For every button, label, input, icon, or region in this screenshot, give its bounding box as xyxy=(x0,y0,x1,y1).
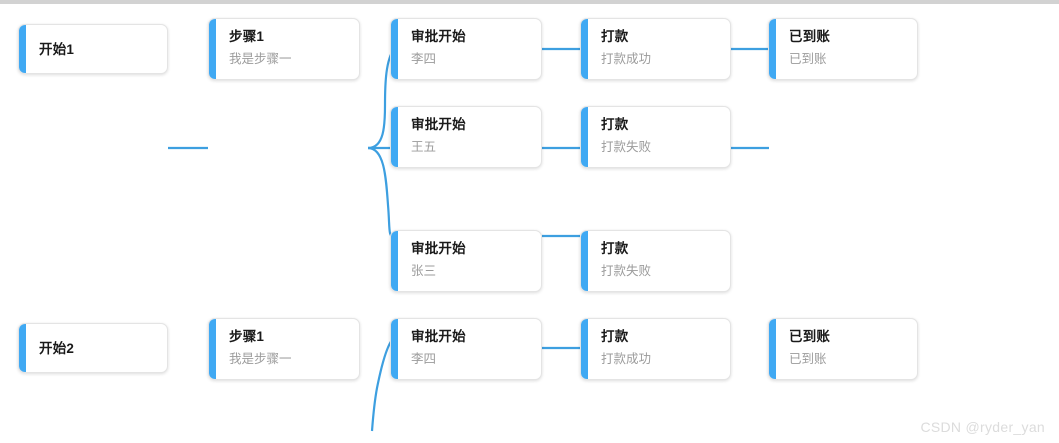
node-card-step1-b[interactable]: 步骤1 我是步骤一 xyxy=(208,318,360,380)
node-title: 开始2 xyxy=(39,340,75,356)
node-card-arrive-1[interactable]: 已到账已到账 xyxy=(768,18,918,80)
node-body: 开始2 xyxy=(26,324,167,372)
connector-edge-approve4-down xyxy=(370,339,393,432)
node-title: 审批开始 xyxy=(411,329,466,344)
node-body: 审批开始李四 xyxy=(398,19,541,79)
node-body: 开始1 xyxy=(26,25,167,73)
node-body: 打款打款成功 xyxy=(588,319,730,379)
node-body: 打款打款成功 xyxy=(588,19,730,79)
node-card-approve-3[interactable]: 审批开始张三 xyxy=(390,230,542,292)
node-card-step1-a[interactable]: 步骤1 我是步骤一 xyxy=(208,18,360,80)
node-title: 已到账 xyxy=(789,329,831,344)
node-subtitle: 已到账 xyxy=(789,352,827,366)
horizontal-scrollbar-track[interactable] xyxy=(0,0,1059,4)
node-accent-bar xyxy=(391,19,398,79)
node-subtitle: 李四 xyxy=(411,352,437,366)
node-accent-bar xyxy=(391,107,398,167)
node-subtitle: 已到账 xyxy=(789,52,827,66)
node-body: 打款打款失败 xyxy=(588,231,730,291)
node-title: 打款 xyxy=(601,117,629,132)
node-body: 审批开始张三 xyxy=(398,231,541,291)
node-title: 开始1 xyxy=(39,41,75,57)
node-card-pay-3[interactable]: 打款打款失败 xyxy=(580,230,731,292)
node-subtitle: 打款失败 xyxy=(601,264,652,278)
node-body: 已到账已到账 xyxy=(776,19,917,79)
node-card-pay-2[interactable]: 打款打款失败 xyxy=(580,106,731,168)
node-card-approve-2[interactable]: 审批开始王五 xyxy=(390,106,542,168)
node-title: 审批开始 xyxy=(411,241,466,256)
node-title: 步骤1 xyxy=(229,329,265,344)
node-accent-bar xyxy=(209,19,216,79)
node-card-approve-4[interactable]: 审批开始李四 xyxy=(390,318,542,380)
node-accent-bar xyxy=(19,324,26,372)
node-subtitle: 张三 xyxy=(411,264,437,278)
node-title: 打款 xyxy=(601,29,629,44)
node-subtitle: 打款成功 xyxy=(601,52,652,66)
node-subtitle: 王五 xyxy=(411,140,437,154)
node-accent-bar xyxy=(581,19,588,79)
node-body: 打款打款失败 xyxy=(588,107,730,167)
node-accent-bar xyxy=(19,25,26,73)
node-accent-bar xyxy=(581,231,588,291)
node-accent-bar xyxy=(581,107,588,167)
node-title: 打款 xyxy=(601,241,629,256)
node-card-pay-4[interactable]: 打款打款成功 xyxy=(580,318,731,380)
node-body: 步骤1 我是步骤一 xyxy=(216,319,359,379)
node-subtitle: 打款失败 xyxy=(601,140,652,154)
node-title: 已到账 xyxy=(789,29,831,44)
node-card-arrive-2[interactable]: 已到账已到账 xyxy=(768,318,918,380)
node-title: 步骤1 xyxy=(229,29,265,44)
node-accent-bar xyxy=(581,319,588,379)
node-card-start1[interactable]: 开始1 xyxy=(18,24,168,74)
node-body: 审批开始王五 xyxy=(398,107,541,167)
node-subtitle: 我是步骤一 xyxy=(229,52,292,66)
node-title: 打款 xyxy=(601,329,629,344)
node-accent-bar xyxy=(769,319,776,379)
node-accent-bar xyxy=(391,319,398,379)
node-subtitle: 打款成功 xyxy=(601,352,652,366)
node-title: 审批开始 xyxy=(411,29,466,44)
node-card-approve-1[interactable]: 审批开始李四 xyxy=(390,18,542,80)
node-subtitle: 我是步骤一 xyxy=(229,352,292,366)
node-card-start2[interactable]: 开始2 xyxy=(18,323,168,373)
node-card-pay-1[interactable]: 打款打款成功 xyxy=(580,18,731,80)
node-body: 审批开始李四 xyxy=(398,319,541,379)
node-body: 步骤1 我是步骤一 xyxy=(216,19,359,79)
node-title: 审批开始 xyxy=(411,117,466,132)
node-body: 已到账已到账 xyxy=(776,319,917,379)
node-accent-bar xyxy=(769,19,776,79)
csdn-watermark: CSDN @ryder_yan xyxy=(920,419,1045,435)
node-accent-bar xyxy=(391,231,398,291)
node-accent-bar xyxy=(209,319,216,379)
node-subtitle: 李四 xyxy=(411,52,437,66)
